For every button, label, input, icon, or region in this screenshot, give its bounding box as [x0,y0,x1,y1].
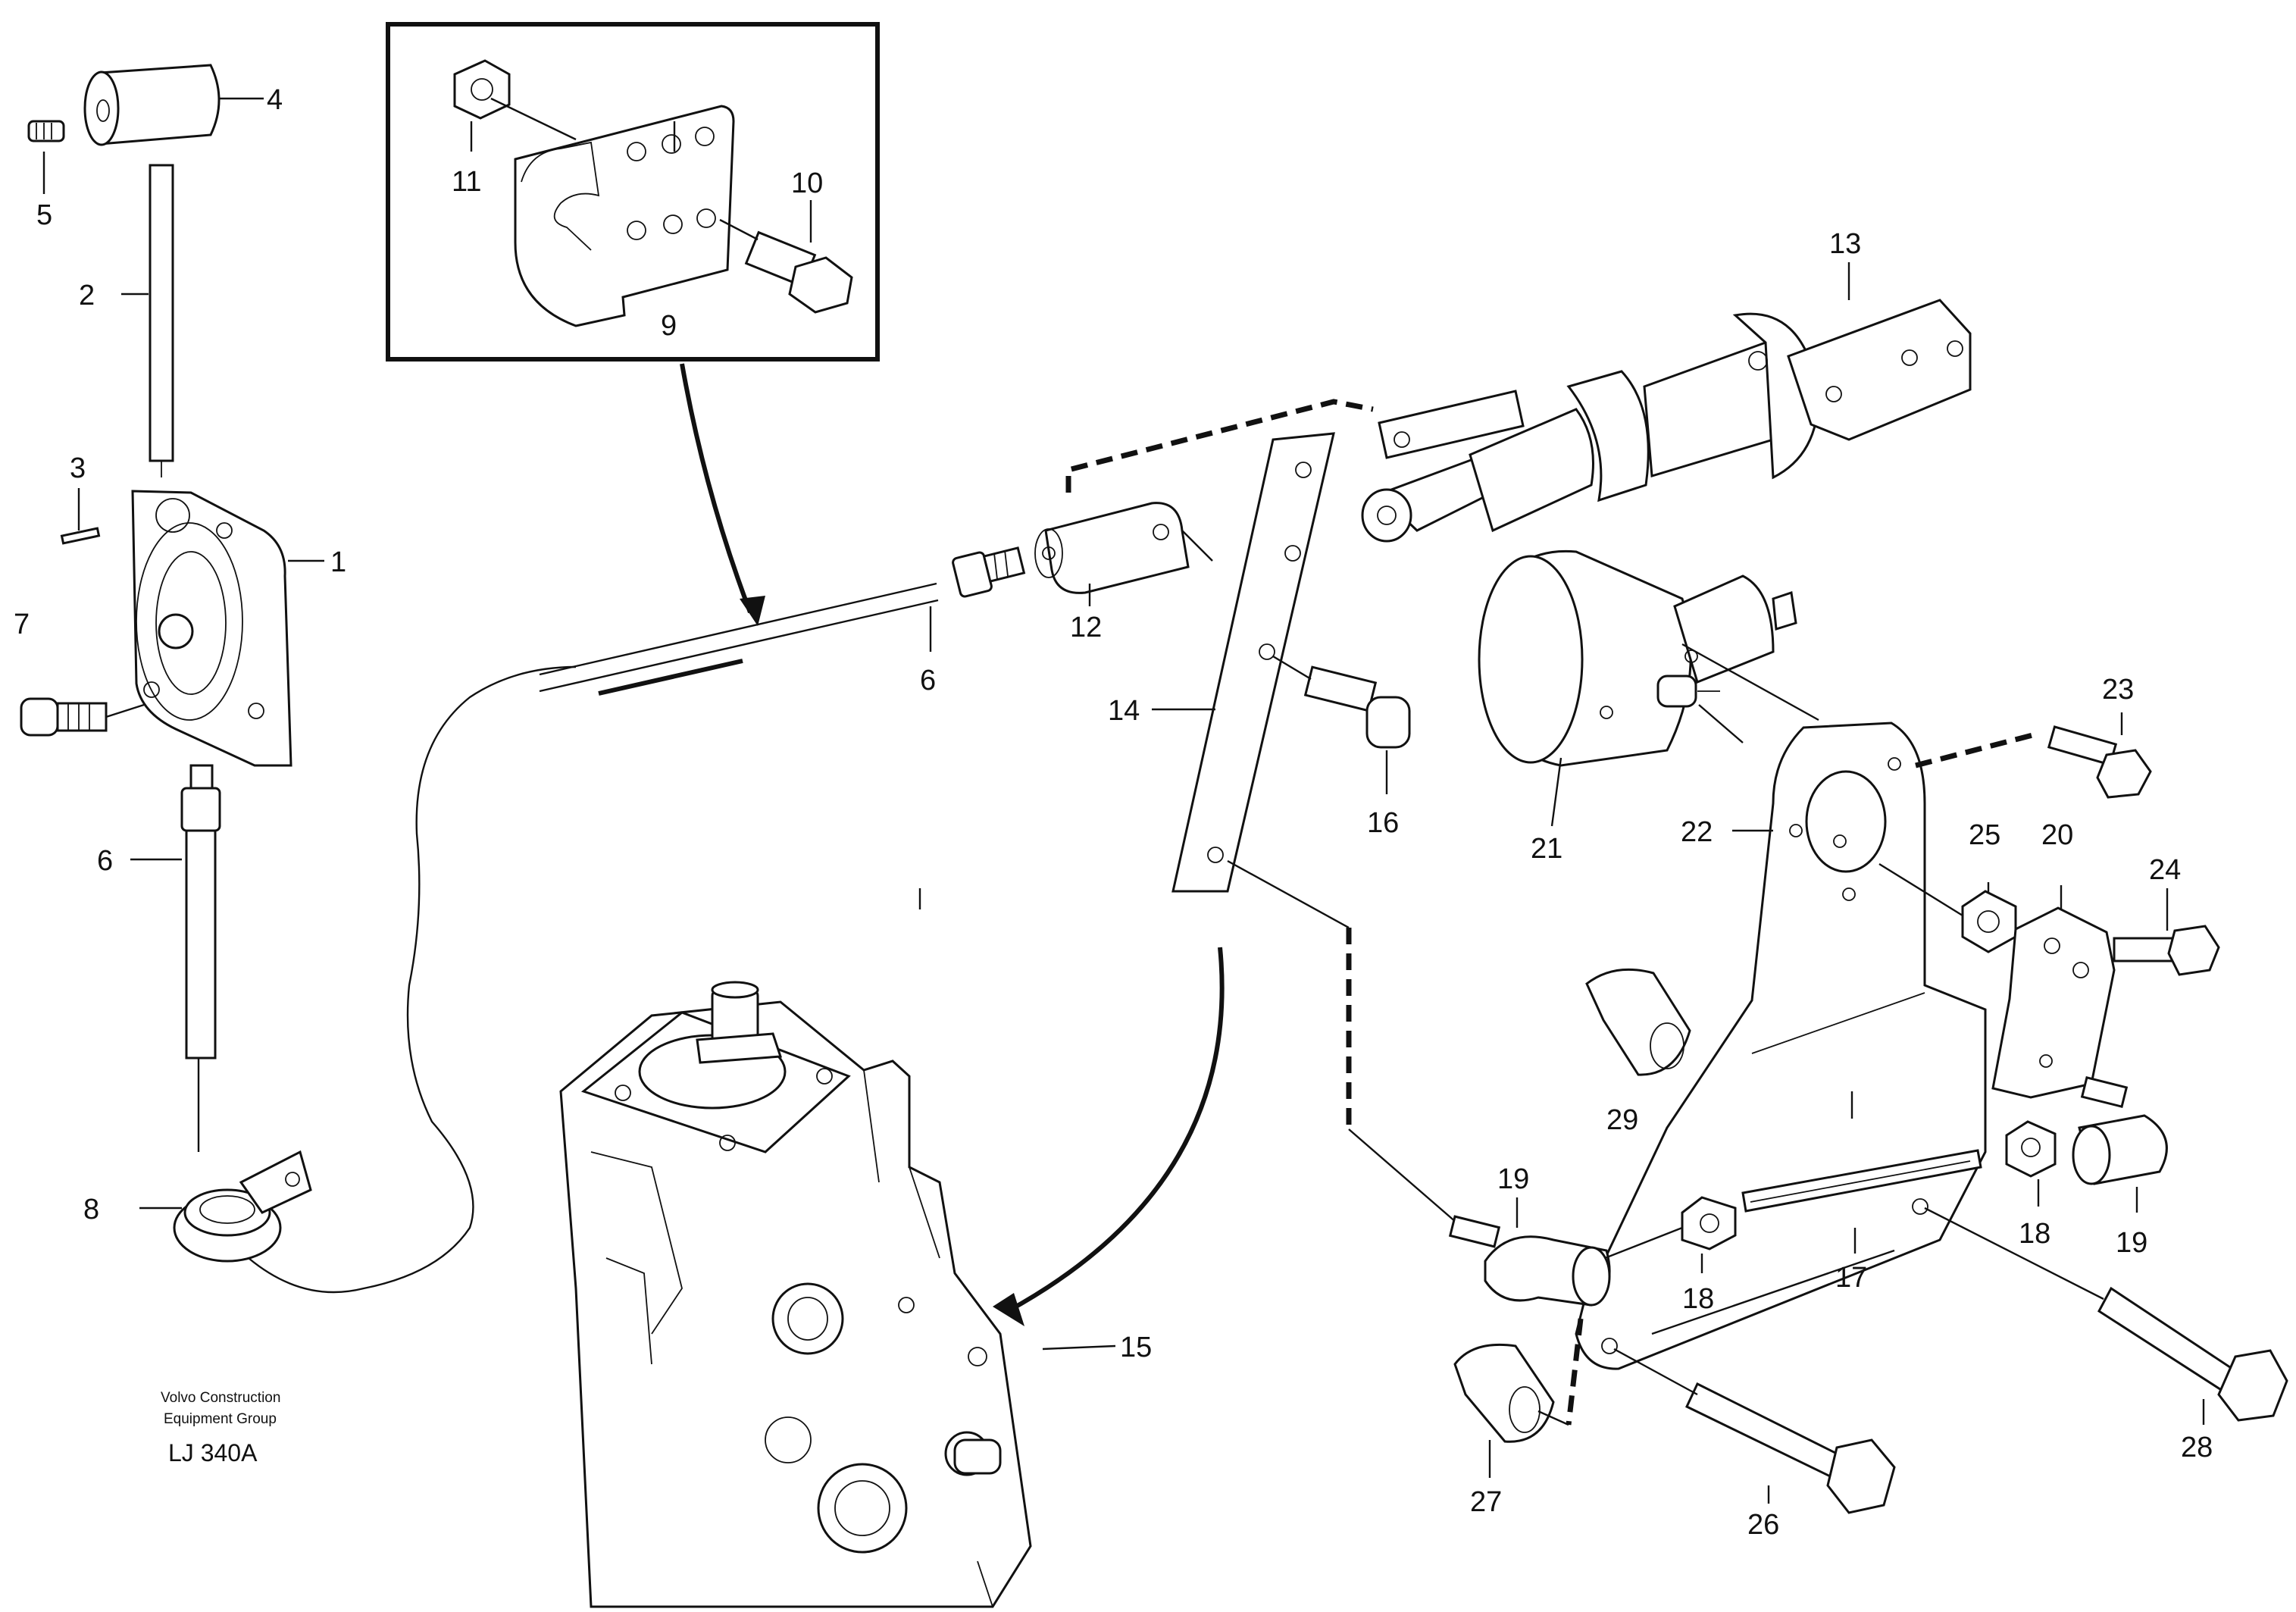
stop-cylinder [1361,299,1972,543]
ball-joint-right [2072,1076,2168,1185]
ball-joint-left [1448,1215,1683,1307]
control-cable [539,399,1374,696]
injection-pump [559,947,1225,1608]
callout-9: 9 [661,310,677,342]
callout-19-right: 19 [2116,1227,2147,1259]
lever-housing [131,490,292,767]
inset-frame [386,22,880,362]
callout-24: 24 [2149,854,2181,886]
lever-bolt [2113,925,2220,976]
callout-3: 3 [70,452,86,484]
long-bolt-right [1924,1207,2288,1422]
set-screw [27,120,65,142]
lock-nut [453,59,511,120]
callout-12: 12 [1070,612,1102,643]
callout-17: 17 [1835,1262,1867,1294]
callout-21: 21 [1531,833,1562,865]
callout-16: 16 [1367,807,1399,839]
threaded-rod [1681,1120,2057,1250]
housing-screw [20,697,59,737]
callout-27: 27 [1470,1486,1502,1518]
callout-28: 28 [2181,1432,2213,1463]
inset-detail [386,22,880,362]
callout-8: 8 [83,1194,99,1225]
callout-labels: 4 5 2 3 1 7 6 8 11 10 9 6 12 13 14 16 21… [14,84,2213,1541]
callout-15: 15 [1120,1332,1152,1363]
inset-arrow [680,363,752,614]
lever-rod [149,164,174,462]
credit-line-2: Equipment Group [164,1411,277,1427]
callout-19-left: 19 [1497,1163,1529,1195]
callout-18-left: 18 [1682,1283,1714,1315]
mounting-bracket [1566,721,2039,1426]
callout-2: 2 [79,280,95,311]
link-bar [1171,432,1463,1229]
callout-20: 20 [2041,819,2073,851]
callout-13: 13 [1829,228,1861,260]
adjustment-plate [514,105,735,327]
knob [99,64,221,146]
credit-block: Volvo Construction Equipment Group LJ 34… [161,1390,280,1466]
hand-throttle-assembly [20,64,577,1294]
callout-14: 14 [1108,695,1140,727]
bar-bolt [1272,655,1411,749]
stop-solenoid [1478,549,1819,767]
callout-10: 10 [791,167,823,199]
callout-6-right: 6 [920,665,936,696]
leader-lines [42,97,2205,1504]
callout-29: 29 [1606,1104,1638,1136]
callout-6-left: 6 [97,845,113,877]
callout-4: 4 [267,84,283,116]
cable-fork [1044,502,1190,594]
callout-7: 7 [14,609,30,640]
spacer-sleeve [1585,968,1691,1076]
callout-25: 25 [1969,819,2000,851]
callout-18-right: 18 [2019,1218,2050,1250]
long-bolt-lower [1613,1348,1896,1514]
spacer-bushing [1453,1343,1569,1443]
callout-22: 22 [1681,816,1713,848]
pin [60,527,101,545]
callout-23: 23 [2102,674,2134,706]
callout-1: 1 [330,546,346,578]
callout-26: 26 [1747,1509,1779,1541]
callout-11: 11 [452,166,481,198]
throttle-cable-end [189,764,214,790]
bracket-bolt [2047,725,2152,799]
callout-5: 5 [36,199,52,231]
reference-code: LJ 340A [168,1439,258,1466]
credit-line-1: Volvo Construction [161,1390,280,1406]
